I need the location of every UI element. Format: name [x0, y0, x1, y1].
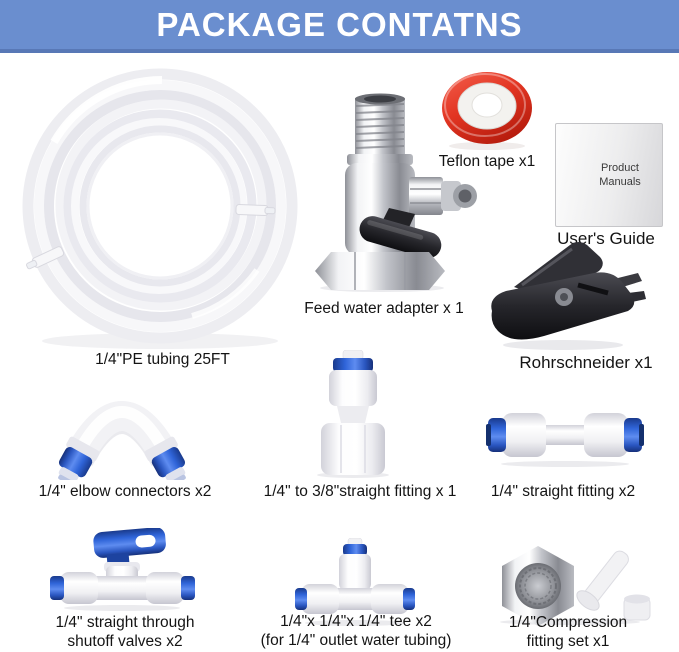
tube-cutter-label: Rohrschneider x1 [519, 353, 653, 372]
elbow-connector-image [58, 401, 186, 480]
tee-fittings-label: 1/4"x 1/4"x 1/4" tee x2 (for 1/4" outlet… [240, 612, 472, 650]
compression-fitting-set-image [500, 546, 651, 626]
straight-fitting-image [486, 413, 644, 467]
compression-stem [576, 550, 629, 611]
users-guide-booklet: Product Manuals [555, 123, 663, 227]
tee-fittings-label-line2: (for 1/4" outlet water tubing) [260, 632, 452, 649]
cable-tie [26, 246, 65, 270]
adapter-handle [359, 216, 442, 259]
tee-fittings-label-line1: 1/4"x 1/4"x 1/4" tee x2 [280, 613, 432, 630]
teflon-tape-image [442, 72, 532, 150]
elbow-connectors-label: 1/4" elbow connectors x2 [38, 483, 212, 500]
tee-fitting-image [295, 538, 415, 626]
shutoff-valves-label-line2: shutoff valves x2 [67, 633, 183, 650]
compression-set-label: 1/4"Compression fitting set x1 [478, 613, 658, 651]
shutoff-valves-label: 1/4" straight through shutoff valves x2 [15, 613, 235, 651]
feed-water-adapter-image [315, 93, 477, 292]
straight-fitting-38-label: 1/4" to 3/8"straight fitting x 1 [263, 483, 457, 500]
pe-tubing-coil-image [22, 68, 298, 349]
straight-fitting-label: 1/4" straight fitting x2 [490, 483, 636, 500]
page-title: PACKAGE CONTATNS [156, 5, 523, 43]
compression-set-label-line2: fitting set x1 [526, 633, 610, 650]
straight-fitting-38-image [317, 350, 389, 478]
compression-set-label-line1: 1/4"Compression [508, 614, 628, 631]
feed-water-adapter-label: Feed water adapter x 1 [304, 300, 464, 317]
shutoff-valves-label-line1: 1/4" straight through [55, 614, 195, 631]
cable-tie [235, 204, 276, 216]
booklet-cover-text: Product Manuals [599, 162, 641, 188]
tube-cutter-image [491, 242, 646, 350]
valve-handle [93, 528, 166, 566]
teflon-tape-label: Teflon tape x1 [438, 153, 536, 170]
shutoff-valve-image [50, 528, 195, 611]
pe-tubing-label: 1/4"PE tubing 25FT [95, 351, 230, 368]
header-banner: PACKAGE CONTATNS [0, 0, 679, 53]
